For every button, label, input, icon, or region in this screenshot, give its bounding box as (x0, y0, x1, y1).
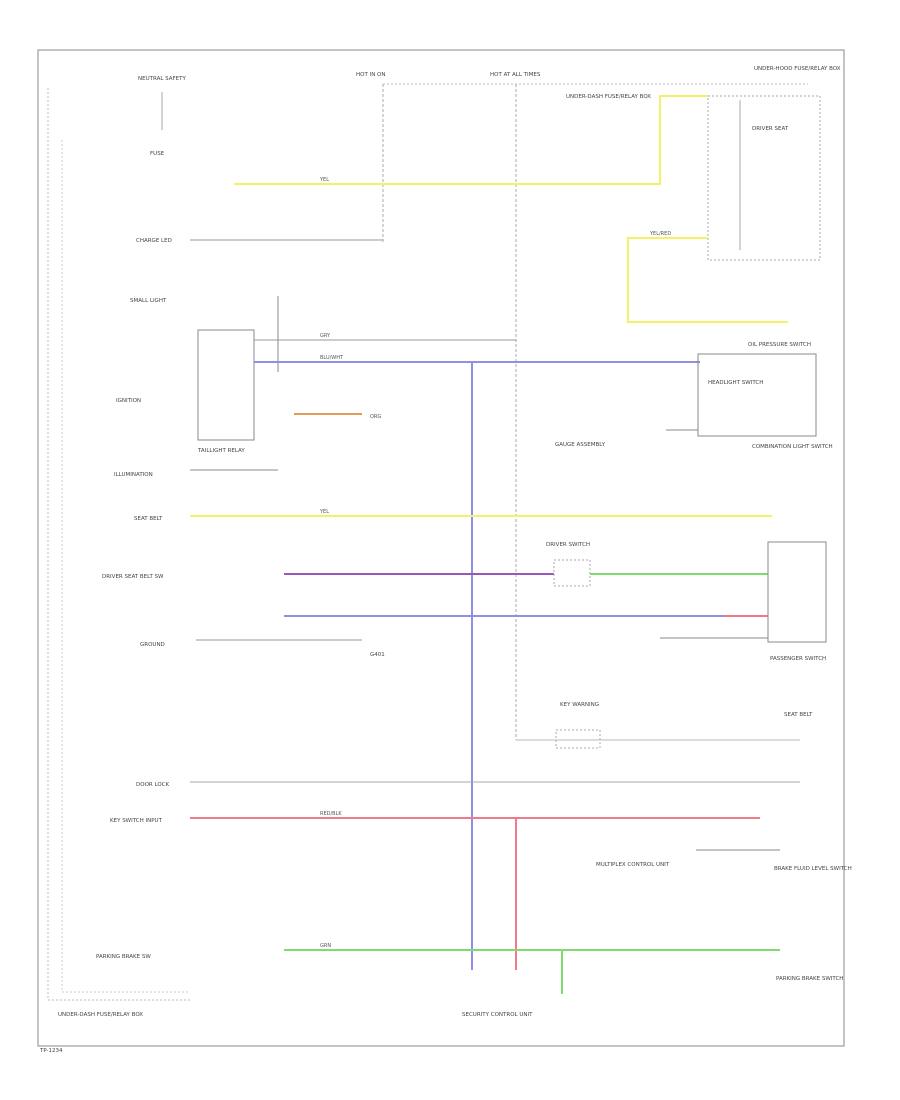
security-label: SECURITY CONTROL UNIT (462, 1012, 533, 1018)
wire-yellow-top (234, 95, 708, 185)
driver-switch-label: DRIVER SWITCH (546, 542, 590, 548)
top-fuse-1: HOT IN ON (356, 72, 386, 242)
row-label-seatbelt: SEAT BELT (134, 516, 163, 522)
wire-label-yel-1: YEL (319, 177, 329, 183)
brake-fluid-label: BRAKE FLUID LEVEL SWITCH (774, 866, 852, 872)
wire-label-org: ORG (370, 414, 381, 420)
row-label-ignition: IGNITION (116, 398, 141, 404)
wire-yellow-right (627, 237, 788, 323)
row-label-charge: CHARGE LED (136, 238, 172, 244)
row-label-door-lock: DOOR LOCK (136, 782, 170, 788)
wire-label-blu-1: BLU/WHT (320, 355, 344, 361)
passenger-switch: PASSENGER SWITCH (767, 541, 827, 662)
fuse-mid1-label: HOT IN ON (356, 72, 386, 78)
pressure-switch-label: OIL PRESSURE SWITCH (748, 342, 811, 348)
diode-box (553, 559, 591, 587)
fuse-mid2-label: HOT AT ALL TIMES (490, 72, 541, 78)
seat-belt-label: SEAT BELT (784, 712, 813, 718)
gauge-assembly-label: GAUGE ASSEMBLY (555, 442, 606, 448)
under-hood-label: UNDER-HOOD FUSE/RELAY BOX (754, 66, 841, 72)
key-warn-label: KEY WARNING (560, 702, 599, 708)
control-unit-boundary-inner (61, 140, 190, 993)
headlight-switch: HEADLIGHT SWITCH COMBINATION LIGHT SWITC… (697, 342, 833, 450)
top-left-sensor: NEUTRAL SAFETY FUSE (138, 76, 187, 157)
multiplex-unit-label: MULTIPLEX CONTROL UNIT (596, 862, 670, 868)
row-label-parking-brake: PARKING BRAKE SW (96, 954, 151, 960)
under-hood-module: UNDER-HOOD FUSE/RELAY BOX DRIVER SEAT (707, 66, 841, 261)
key-warn-block (555, 729, 601, 749)
wire-label-red: RED/BLK (320, 811, 342, 817)
left-sensor-label: NEUTRAL SAFETY (138, 76, 187, 82)
wire-label-gry: GRY (320, 333, 331, 339)
row-label-key-switch: KEY SWITCH INPUT (110, 818, 163, 824)
wire-label-grn: GRN (320, 943, 331, 949)
row-label-ground: GROUND (140, 642, 165, 648)
row-label-small-light: SMALL LIGHT (130, 298, 167, 304)
driver-seat-label: DRIVER SEAT (752, 126, 789, 132)
headlight-switch-label: HEADLIGHT SWITCH (708, 380, 763, 386)
row-label-driver-seat-belt: DRIVER SEAT BELT SW (102, 574, 164, 580)
footer-code: TP-1234 (39, 1048, 63, 1054)
parking-brake-label: PARKING BRAKE SWITCH (776, 976, 843, 982)
taillight-relay: TAILLIGHT RELAY (197, 329, 255, 454)
diagram-frame (37, 49, 845, 1047)
taillight-relay-label: TAILLIGHT RELAY (197, 448, 245, 454)
row-label-illum: ILLUMINATION (114, 472, 153, 478)
top-fuse-2: HOT AT ALL TIMES UNDER-DASH FUSE/RELAY B… (490, 72, 651, 740)
wire-label-yel-2: YEL/RED (649, 231, 671, 237)
left-fuse-label: FUSE (150, 151, 165, 157)
under-dash-fuse-label: UNDER-DASH FUSE/RELAY BOX (566, 94, 651, 100)
wire-label-yel-3: YEL (319, 509, 329, 515)
control-unit-boundary (47, 88, 190, 1001)
bottom-note: UNDER-DASH FUSE/RELAY BOX (58, 1012, 143, 1018)
passenger-switch-label: PASSENGER SWITCH (770, 656, 826, 662)
ground-label: G401 (370, 652, 385, 658)
combination-switch-label: COMBINATION LIGHT SWITCH (752, 444, 833, 450)
